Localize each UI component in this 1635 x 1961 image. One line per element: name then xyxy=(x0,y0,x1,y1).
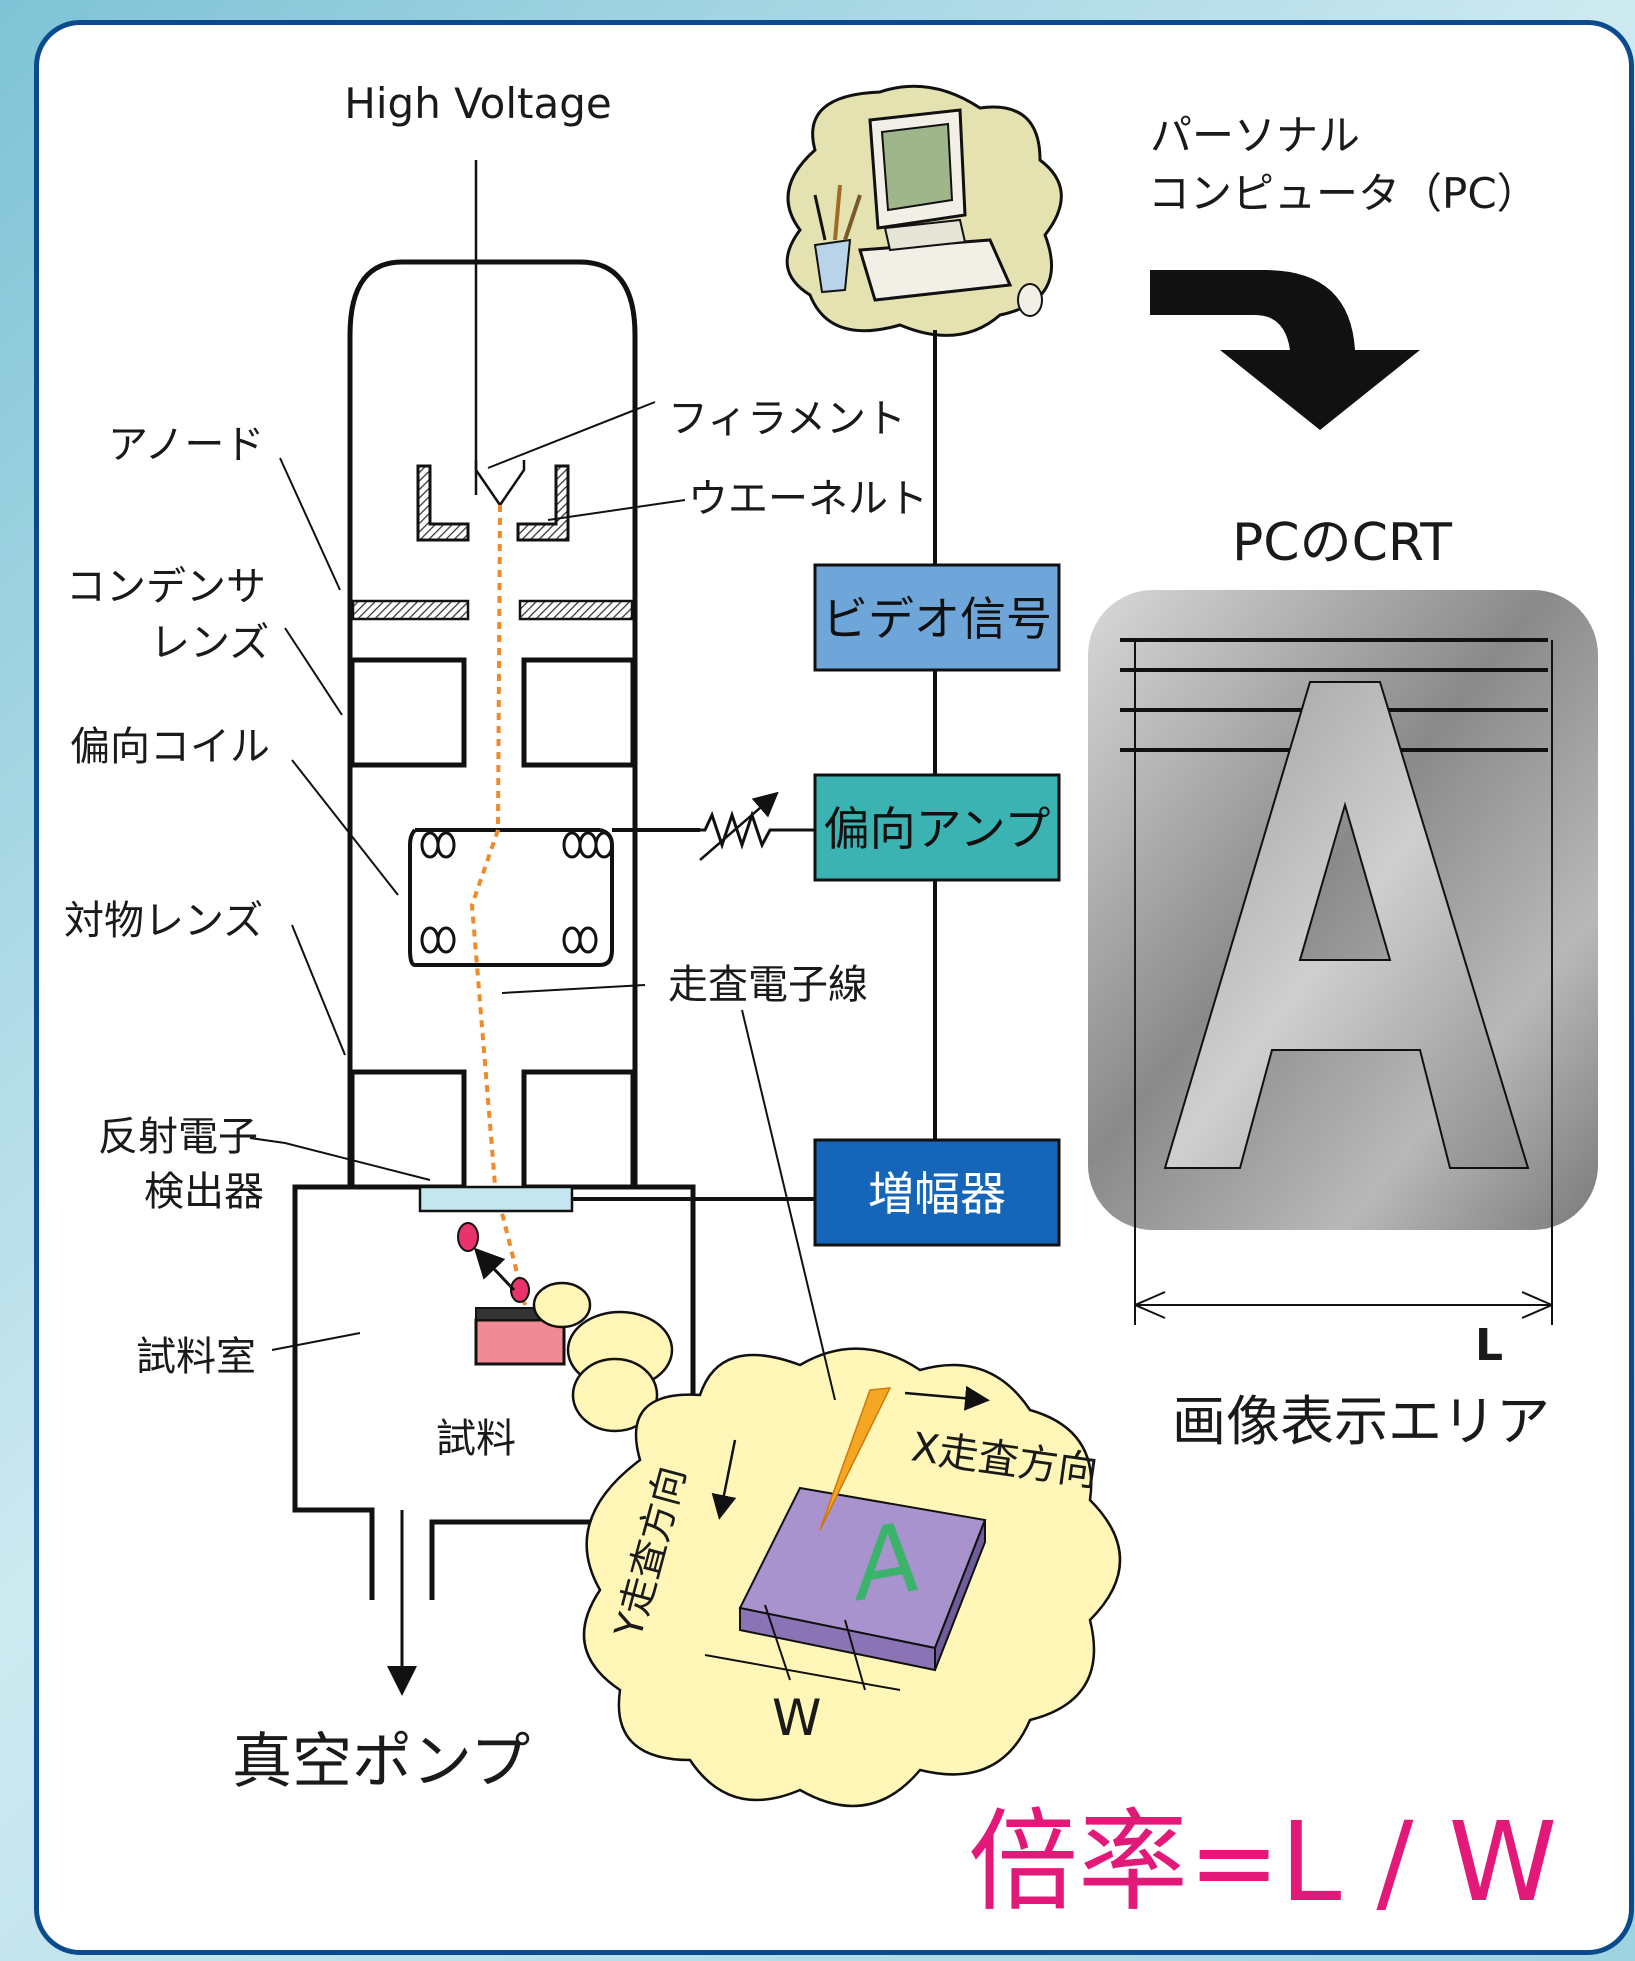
label-condenser-2: レンズ xyxy=(150,620,269,666)
label-high-voltage: High Voltage xyxy=(344,79,611,128)
label-vacuum-pump: 真空ポンプ xyxy=(232,1727,530,1797)
label-display-area: 画像表示エリア xyxy=(1172,1390,1550,1453)
objective-lens-right xyxy=(521,1069,636,1190)
label-objective-lens: 対物レンズ xyxy=(64,898,263,944)
video-signal-box xyxy=(813,563,1061,672)
label-pc-1: パーソナル xyxy=(1150,111,1360,160)
label-scanning-beam: 走査電子線 xyxy=(668,962,868,1008)
leader-lines xyxy=(249,401,836,1401)
label-detector-2: 検出器 xyxy=(144,1169,264,1215)
video-signal-label: ビデオ信号 xyxy=(822,592,1052,646)
wehnelt-left xyxy=(416,464,470,542)
w-dimension xyxy=(704,1604,901,1691)
label-anode: アノード xyxy=(108,422,264,468)
magnification-formula: 倍率=L / W xyxy=(968,1798,1557,1926)
filament xyxy=(474,460,526,508)
deflection-amp-label: 偏向アンプ xyxy=(824,802,1051,856)
label-sample: 試料 xyxy=(436,1416,516,1462)
label-condenser-1: コンデンサ xyxy=(66,564,266,610)
scanning-electron-beam xyxy=(469,504,527,1306)
backscatter-detector xyxy=(418,1185,574,1213)
sample-holder xyxy=(474,1318,566,1366)
condenser-lens-left xyxy=(349,657,467,768)
x-scan-arrow xyxy=(904,1385,990,1411)
variable-resistor xyxy=(700,810,815,850)
l-dimension xyxy=(1134,640,1553,1325)
reflection-arrow xyxy=(473,1247,516,1292)
label-wehnelt: ウエーネルト xyxy=(688,476,928,522)
anode-right xyxy=(518,599,634,621)
label-L: L xyxy=(1475,1320,1503,1371)
sample-slab xyxy=(738,1486,987,1672)
condenser-lens-right xyxy=(521,657,636,768)
crt-letter-a xyxy=(1163,681,1530,1169)
y-scan-arrow xyxy=(711,1439,737,1520)
label-filament: フィラメント xyxy=(668,396,906,442)
electron-column xyxy=(347,259,638,1185)
curved-arrow xyxy=(1150,270,1420,430)
label-W: W xyxy=(772,1689,821,1747)
label-sample-chamber: 試料室 xyxy=(136,1334,256,1380)
label-deflection-coil: 偏向コイル xyxy=(70,724,270,770)
label-detector-1: 反射電子 xyxy=(98,1114,258,1160)
anode-left xyxy=(351,599,470,621)
label-pc-2: コンピュータ（PC） xyxy=(1148,169,1539,218)
deflection-amp-box xyxy=(813,773,1061,882)
deflection-coil xyxy=(408,828,700,967)
amplifier-label: 増幅器 xyxy=(868,1167,1006,1221)
wehnelt-right xyxy=(516,464,570,542)
beam-cone xyxy=(819,1387,892,1531)
personal-computer-icon xyxy=(785,84,1063,337)
incident-electron xyxy=(510,1277,530,1303)
amplifier-box xyxy=(813,1138,1061,1247)
objective-lens-left xyxy=(349,1069,467,1190)
label-pc-crt: PCのCRT xyxy=(1232,513,1452,573)
reflected-electron xyxy=(457,1222,479,1252)
